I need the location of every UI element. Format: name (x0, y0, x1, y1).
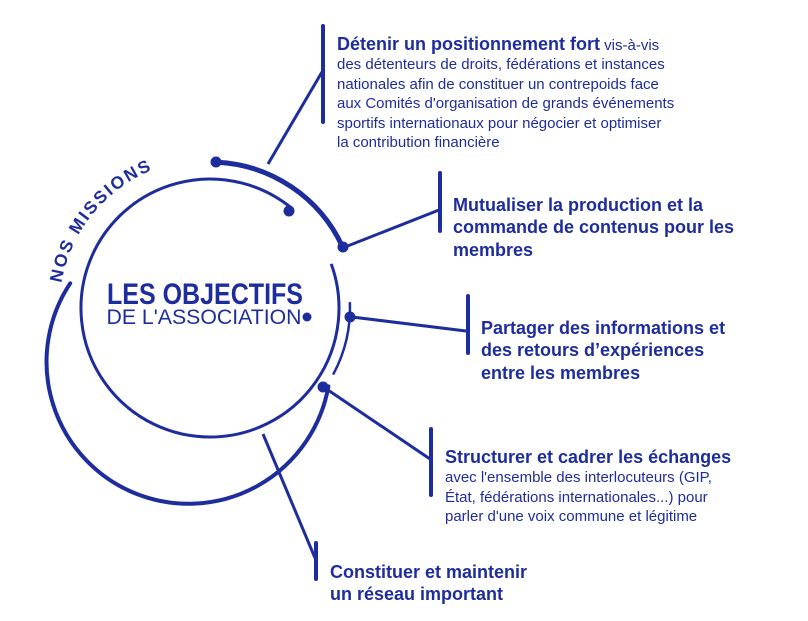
mission-block-structurer: Structurer et cadrer les échanges avec l… (445, 428, 745, 527)
node-dot-top (210, 156, 222, 168)
circle-right-arc-fragment (332, 301, 352, 375)
badge-title: LES OBJECTIFS (107, 278, 303, 311)
mission-bar-constituer (314, 541, 318, 581)
circle-outer-top-arc (215, 159, 345, 249)
mission-title-detenir: Détenir un positionnement fort (337, 33, 600, 54)
connector-partager (351, 315, 467, 333)
mission-title-mutualiser: Mutualiser la production et la commande … (453, 194, 735, 260)
node-dot-partager (344, 311, 356, 323)
mission-title-structurer: Structurer et cadrer les échanges (445, 446, 732, 467)
mission-block-constituer: Constituer et maintenir un réseau import… (330, 540, 590, 607)
mission-bar-mutualiser (438, 171, 442, 233)
connector-structurer (324, 386, 431, 461)
badge-subtitle-period-dot (302, 312, 312, 322)
mission-block-partager: Partager des informations et des retours… (481, 296, 771, 385)
node-dot-detenir (283, 205, 295, 217)
circle-main-arc (79, 177, 341, 439)
mission-block-mutualiser: Mutualiser la production et la commande … (453, 173, 753, 262)
circle-outer-bottom-arc (44, 281, 331, 506)
node-dot-structurer (317, 381, 329, 393)
mission-title-constituer: Constituer et maintenir un réseau import… (330, 561, 528, 605)
mission-body-structurer: avec l'ensemble des interlocuteurs (GIP,… (445, 469, 712, 525)
mission-bar-detenir (321, 24, 325, 124)
badge-subtitle: DE L'ASSOCIATION (107, 305, 302, 329)
mission-body-detenir: vis-à-vis des détenteurs de droits, fédé… (337, 36, 675, 152)
arc-label: NOS MISSIONS (46, 155, 155, 284)
connector-constituer (261, 433, 317, 559)
mission-bar-structurer (429, 427, 433, 497)
connector-detenir (266, 71, 324, 165)
connector-mutualiser (344, 208, 440, 249)
mission-bar-partager (466, 294, 470, 355)
mission-block-detenir: Détenir un positionnement fort vis-à-vis… (337, 15, 697, 153)
mission-title-partager: Partager des informations et des retours… (481, 317, 726, 383)
node-dot-mutualiser (337, 241, 349, 253)
